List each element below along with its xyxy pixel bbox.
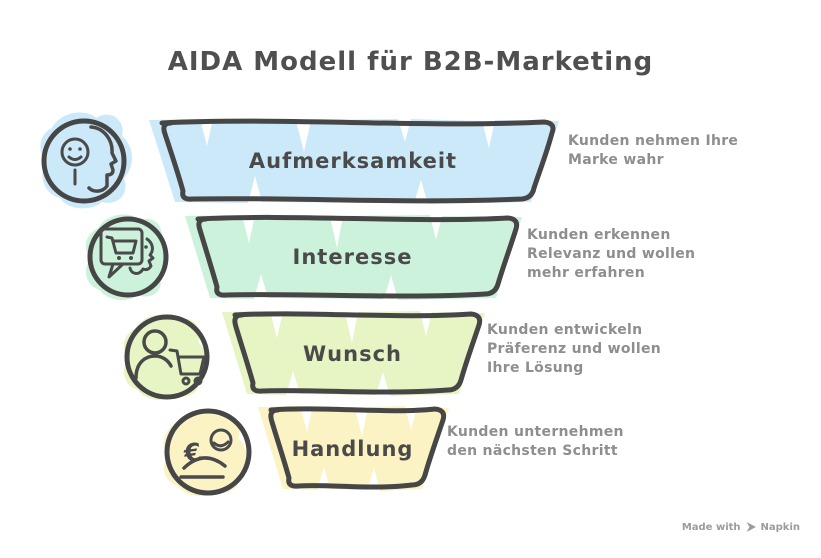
funnel-stage-interest-shape — [185, 214, 522, 300]
funnel-stage-awareness-shape — [149, 118, 559, 204]
action-icon-circle — [164, 408, 252, 496]
desire-icon-cart — [168, 348, 206, 376]
funnel-stage-desire-shape — [222, 311, 485, 396]
awareness-icon-smiley-face — [60, 137, 90, 167]
stage-label-wunsch: Wunsch — [303, 342, 402, 366]
description-line: mehr erfahren — [527, 265, 645, 281]
description-line: Relevanz und wollen — [527, 246, 696, 262]
desire-icon-person-body — [134, 354, 173, 380]
napkin-logo-icon — [746, 522, 756, 532]
description-line: den nächsten Schritt — [447, 443, 618, 459]
desire-person-cart-icon — [123, 314, 210, 401]
awareness-icon-smiley-eye-left — [68, 147, 72, 151]
stage-label-aufmerksamkeit: Aufmerksamkeit — [248, 149, 458, 173]
desire-icon-cart-wheel-right — [193, 376, 203, 386]
description-line: Kunden nehmen Ihre — [568, 133, 739, 149]
awareness-icon-head-profile — [87, 125, 118, 193]
watermark-brand: Napkin — [760, 521, 800, 533]
interest-icon-splotch — [85, 214, 169, 301]
awareness-icon-smiley-mouth — [67, 155, 83, 161]
description-line: Ihre Lösung — [487, 360, 584, 376]
interest-icon-face-profile — [128, 237, 155, 275]
funnel-stage-desire-fill — [222, 311, 485, 396]
interest-icon-cart-wheel-right — [129, 256, 133, 260]
description-line: Präferenz und wollen — [487, 341, 662, 357]
stage-description-handlung: Kunden unternehmen den nächsten Schritt — [447, 423, 624, 461]
funnel-stage-action-fill — [258, 406, 449, 491]
interest-icon-bubble-tail — [107, 262, 125, 279]
funnel-stage-interest-fill — [185, 215, 522, 300]
funnel-stage-action-outline — [268, 406, 447, 490]
description-line: Kunden unternehmen — [447, 424, 624, 440]
funnel-stage-action-shape — [258, 406, 449, 491]
desire-icon-person-head — [142, 329, 168, 355]
funnel-stage-interest-outline — [195, 214, 520, 299]
description-line: Kunden entwickeln — [487, 322, 643, 338]
page-title: AIDA Modell für B2B-Marketing — [167, 47, 654, 77]
desire-icon-cart-wheel-left — [181, 376, 191, 386]
stage-description-wunsch: Kunden entwickeln Präferenz und wollen I… — [487, 321, 661, 378]
stage-description-interesse: Kunden erkennen Relevanz und wollen mehr… — [527, 226, 695, 283]
desire-icon-circle — [124, 314, 210, 400]
action-icon-coin-arc — [212, 440, 230, 448]
action-icon-hand-arc — [182, 456, 227, 470]
interest-chat-cart-icon — [85, 214, 169, 301]
interest-icon-cart — [105, 235, 138, 255]
action-icon-coin — [209, 428, 233, 452]
interest-icon-face-eye — [144, 245, 148, 249]
action-payment-icon: € — [163, 408, 252, 497]
funnel-stage-awareness-outline — [159, 118, 556, 204]
awareness-icon-circle — [41, 118, 127, 204]
napkin-watermark: Made with Napkin — [682, 521, 800, 533]
stage-label-handlung: Handlung — [291, 437, 414, 461]
description-line: Marke wahr — [568, 152, 664, 168]
watermark-prefix: Made with — [681, 521, 741, 533]
description-line: Kunden erkennen — [527, 227, 671, 243]
stage-description-aufmerksamkeit: Kunden nehmen Ihre Marke wahr — [568, 132, 738, 170]
awareness-icon-smiley-eye-right — [78, 147, 82, 151]
funnel-stage-awareness-fill — [149, 119, 559, 204]
stage-label-interesse: Interesse — [292, 245, 413, 269]
interest-icon-cart-wheel-left — [117, 256, 121, 260]
interest-icon-circle — [87, 216, 169, 298]
funnel-stage-desire-outline — [232, 311, 483, 395]
awareness-head-smiley-icon — [40, 112, 132, 209]
